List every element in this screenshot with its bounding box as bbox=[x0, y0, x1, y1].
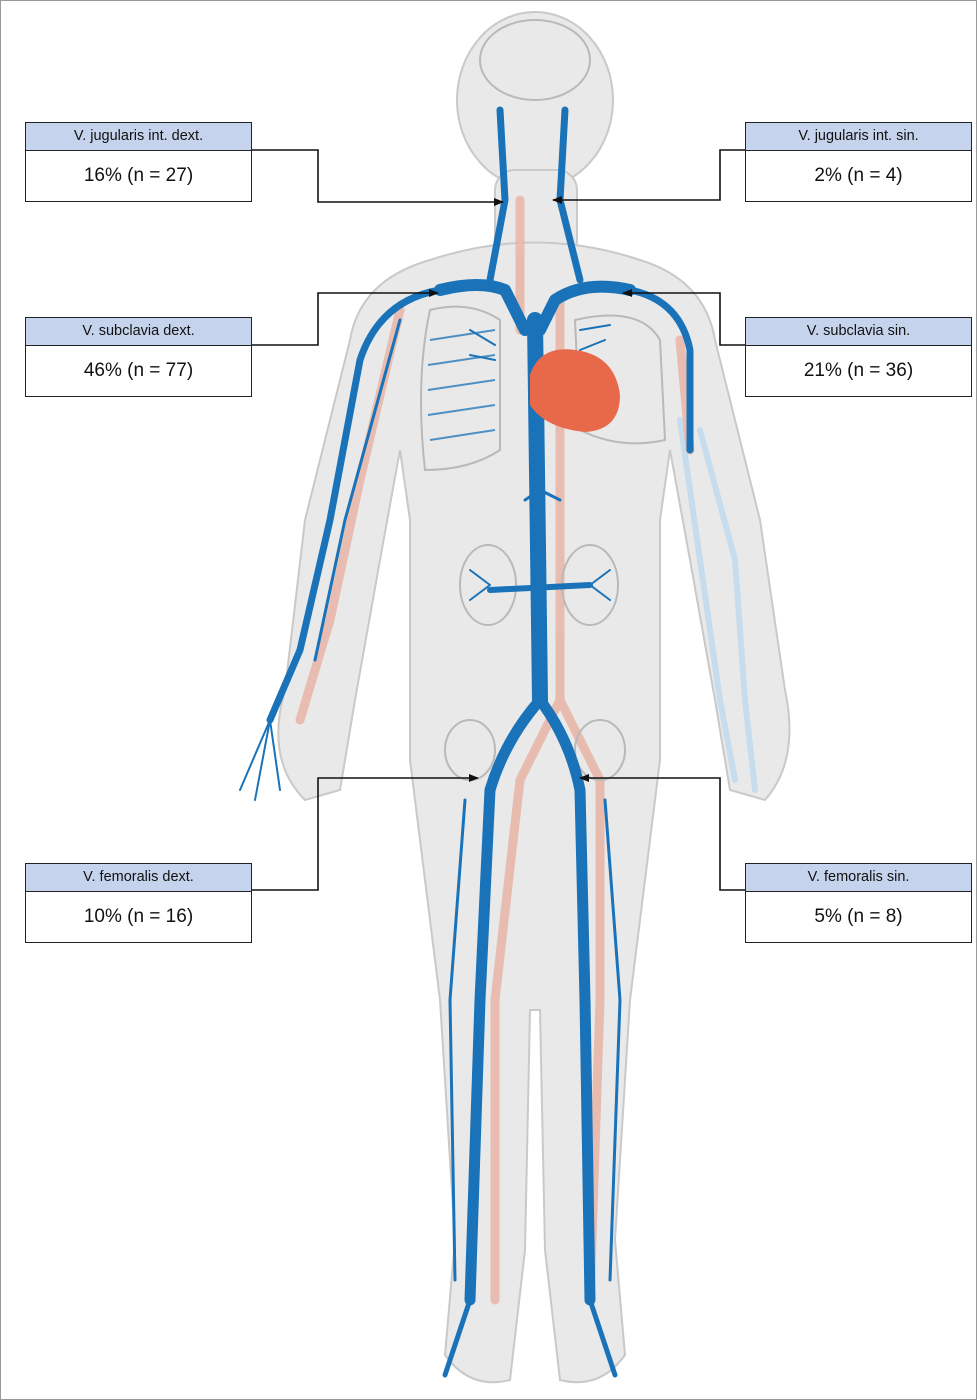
vein-percentage: 21% (n = 36) bbox=[746, 346, 971, 396]
vein-percentage: 46% (n = 77) bbox=[26, 346, 251, 396]
label-box-jugularis-dext: V. jugularis int. dext. 16% (n = 27) bbox=[25, 122, 252, 202]
vein-name: V. jugularis int. sin. bbox=[746, 123, 971, 151]
label-box-femoralis-sin: V. femoralis sin. 5% (n = 8) bbox=[745, 863, 972, 943]
vein-name: V. femoralis sin. bbox=[746, 864, 971, 892]
vein-name: V. subclavia dext. bbox=[26, 318, 251, 346]
vein-percentage: 5% (n = 8) bbox=[746, 892, 971, 942]
vein-name: V. jugularis int. dext. bbox=[26, 123, 251, 151]
vein-percentage: 2% (n = 4) bbox=[746, 151, 971, 201]
label-box-subclavia-dext: V. subclavia dext. 46% (n = 77) bbox=[25, 317, 252, 397]
connector-jugularis-dext bbox=[250, 150, 503, 202]
label-box-jugularis-sin: V. jugularis int. sin. 2% (n = 4) bbox=[745, 122, 972, 202]
label-box-femoralis-dext: V. femoralis dext. 10% (n = 16) bbox=[25, 863, 252, 943]
label-box-subclavia-sin: V. subclavia sin. 21% (n = 36) bbox=[745, 317, 972, 397]
vein-name: V. subclavia sin. bbox=[746, 318, 971, 346]
vein-name: V. femoralis dext. bbox=[26, 864, 251, 892]
vein-percentage: 16% (n = 27) bbox=[26, 151, 251, 201]
vein-percentage: 10% (n = 16) bbox=[26, 892, 251, 942]
